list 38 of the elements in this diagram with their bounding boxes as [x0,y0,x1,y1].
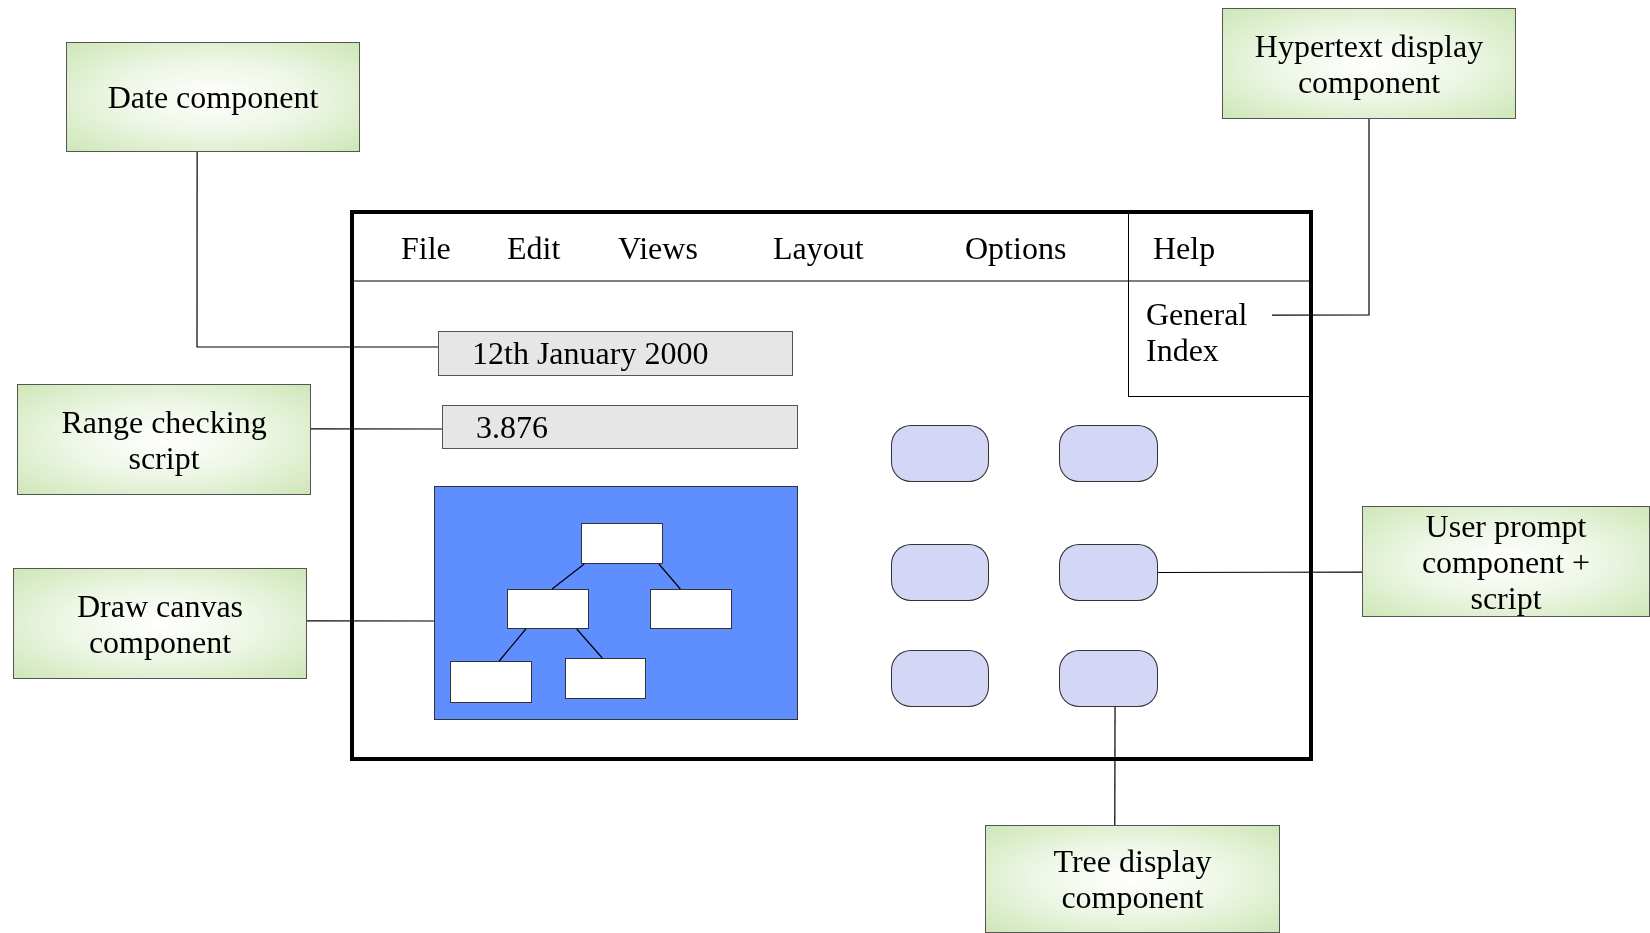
menu-item: Options [965,230,1067,266]
callout-label: User prompt component + script [1362,506,1650,617]
leader-line [310,428,443,430]
application-window [350,210,1313,761]
menu-item: Layout [773,230,864,266]
leader-line [196,151,439,348]
callout-label: Draw canvas component [13,568,307,679]
tree-node-box [450,661,532,703]
callout-label: Range checking script [17,384,311,495]
tree-node-box [581,523,663,564]
tree-connector [551,563,585,590]
tree-connector [658,563,681,590]
rounded-button [1059,650,1158,707]
callout-label: Tree display component [985,825,1280,933]
menu-item: Help [1153,230,1216,266]
callout-label: Date component [66,42,360,152]
menu-option: General Index [1146,296,1272,374]
tree-node-box [650,589,732,629]
menu-item: File [401,230,451,266]
menu-item: Edit [507,230,561,266]
text-field: 12th January 2000 [438,331,793,376]
callout-label: Hypertext display component [1222,8,1516,119]
leader-line [1271,118,1370,316]
text-field: 3.876 [442,405,798,449]
rounded-button [1059,544,1158,601]
leader-line [1157,571,1363,574]
rounded-button [1059,425,1158,482]
tree-connector [576,628,603,659]
rounded-button [891,425,989,482]
leader-line [1114,706,1116,826]
leader-line [306,620,435,622]
tree-connector [498,628,527,662]
rounded-button [891,650,989,707]
tree-node-box [507,589,589,629]
menu-item: Views [618,230,698,266]
rounded-button [891,544,989,601]
tree-node-box [565,658,646,699]
drawing-canvas [434,486,798,720]
